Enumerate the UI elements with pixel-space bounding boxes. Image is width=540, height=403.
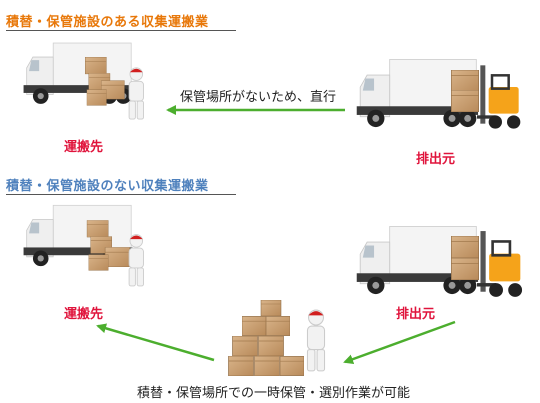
origin-to-storage-arrow <box>343 320 456 364</box>
section1-title: 積替・保管施設のある収集運搬業 <box>6 15 209 30</box>
section2-divider <box>6 194 236 195</box>
section1-divider <box>6 30 236 31</box>
destination-label-1: 運搬先 <box>64 140 104 155</box>
origin-label-1: 排出元 <box>416 152 456 167</box>
section2-title: 積替・保管施設のない収集運搬業 <box>6 179 209 194</box>
storage-note-caption: 積替・保管場所での一時保管・選別作業が可能 <box>137 386 411 401</box>
destination-label-2: 運搬先 <box>64 307 104 322</box>
storage-to-destination-arrow <box>96 323 215 362</box>
direct-route-caption: 保管場所がないため、直行 <box>180 90 337 105</box>
origin-label-2: 排出元 <box>396 307 436 322</box>
